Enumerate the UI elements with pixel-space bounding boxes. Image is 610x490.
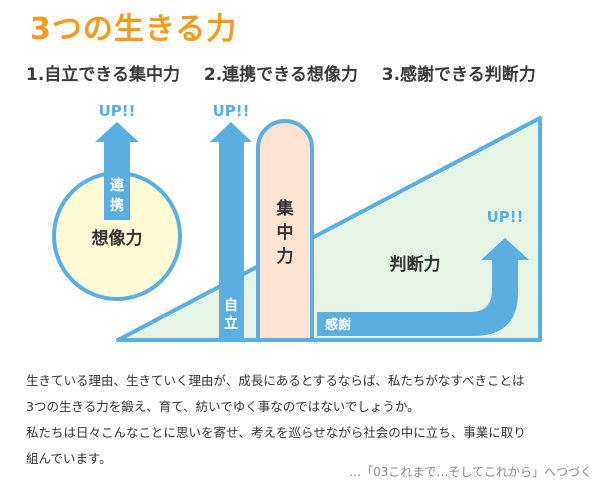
kansha-arrow-head	[481, 238, 529, 260]
jiritsu-arrow-shaft	[219, 140, 244, 340]
renkei-arrow-shaft	[104, 140, 130, 220]
up-label-jiritsu: UP!!	[213, 102, 250, 120]
concentration-label-1: 集	[276, 198, 295, 219]
subtitle-item-imagination: 2.連携できる想像力	[203, 65, 358, 85]
body-line-2: 3つの生きる力を鍛え、育て、紡いでゆく事なのではないでしょうか。	[26, 399, 420, 414]
page-title: 3つの生きる力	[30, 12, 238, 47]
imagination-label: 想像力	[92, 228, 143, 249]
continue-link[interactable]: …「03これまで…そしてこれから」へつづく	[349, 465, 592, 479]
body-line-1: 生きている理由、生きていく理由が、成長にあるとするならば、私たちがなすべきことは	[26, 373, 525, 388]
subtitle-item-judgment: 3.感謝できる判断力	[381, 65, 536, 85]
jiritsu-label-1: 自	[224, 297, 238, 314]
kansha-label: 感謝	[325, 317, 351, 333]
body-line-3: 私たちは日々こんなことに思いを寄せ、考えを巡らせながら社会の中に立ち、事業に取り	[26, 425, 526, 440]
three-powers-diagram: UP!! 連 携 想像力 UP!! 自 立 集 中 力 UP!! 感謝 判断力	[52, 102, 542, 342]
up-label-kansha: UP!!	[487, 208, 524, 226]
concentration-label-3: 力	[277, 246, 294, 267]
concentration-capsule	[256, 119, 314, 342]
concentration-label-2: 中	[277, 222, 294, 243]
kansha-arrow-body	[317, 258, 518, 336]
renkei-label-1: 連	[110, 177, 125, 194]
judgment-label: 判断力	[390, 254, 441, 275]
body-text: 生きている理由、生きていく理由が、成長にあるとするならば、私たちがなすべきことは…	[26, 368, 596, 472]
renkei-label-2: 携	[110, 197, 124, 214]
subtitle-item-concentration: 1.自立できる集中力	[26, 65, 180, 85]
body-line-4: 組んでいます。	[26, 451, 112, 466]
up-label-renkei: UP!!	[99, 102, 136, 120]
jiritsu-arrow-head	[210, 122, 252, 142]
subtitle: 1.自立できる集中力 2.連携できる想像力 3.感謝できる判断力	[26, 60, 554, 85]
renkei-arrow-head	[95, 122, 139, 142]
jiritsu-label-2: 立	[224, 315, 238, 332]
